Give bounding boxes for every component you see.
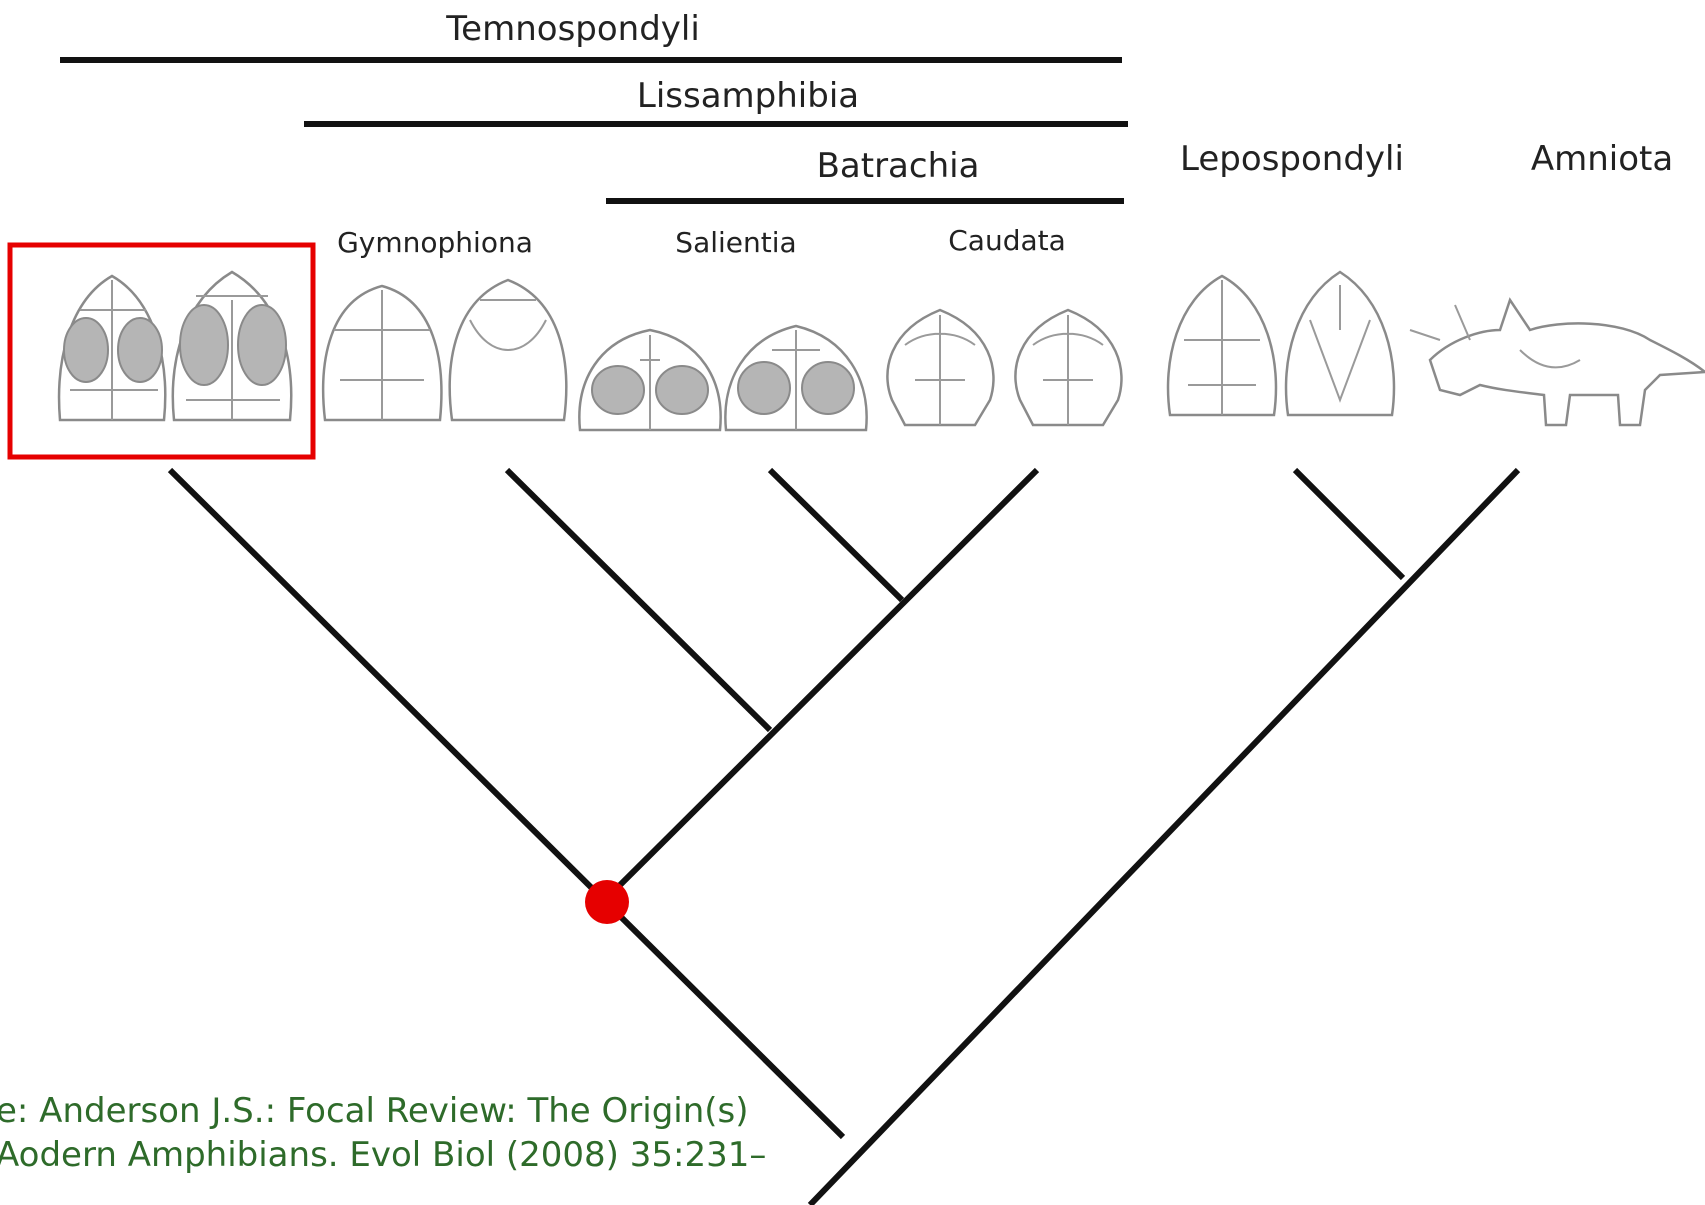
- branch-temnospondyli: [170, 470, 843, 1137]
- label-lissamphibia: Lissamphibia: [637, 76, 859, 116]
- label-batrachia: Batrachia: [817, 146, 980, 186]
- amniota-dinosaur: [1410, 300, 1705, 425]
- caudata-skulls: [887, 310, 1121, 425]
- branch-gymnophiona: [507, 470, 770, 730]
- branch-salientia: [770, 470, 902, 600]
- citation-line-2: Aodern Amphibians. Evol Biol (2008) 35:2…: [0, 1135, 766, 1175]
- branch-reptiliomorpha: [810, 470, 1518, 1205]
- branch-lissamphibia-stem: [608, 470, 1037, 897]
- temnospondyl-skulls: [59, 272, 291, 420]
- lepospondyl-skulls: [1168, 272, 1394, 415]
- citation-line-1: e: Anderson J.S.: Focal Review: The Orig…: [0, 1091, 749, 1131]
- citation: e: Anderson J.S.: Focal Review: The Orig…: [0, 1091, 766, 1175]
- label-caudata: Caudata: [948, 224, 1066, 257]
- branch-lepospondyli: [1295, 470, 1403, 578]
- taxon-labels: Gymnophiona Salientia Caudata: [337, 224, 1066, 259]
- clade-bars: Temnospondyli Lissamphibia Batrachia Lep…: [60, 9, 1673, 201]
- gymnophiona-skulls: [323, 280, 566, 420]
- label-lepospondyli: Lepospondyli: [1180, 139, 1404, 179]
- label-salientia: Salientia: [675, 226, 796, 259]
- label-amniota: Amniota: [1531, 139, 1673, 179]
- salientia-skulls: [579, 326, 866, 430]
- label-gymnophiona: Gymnophiona: [337, 226, 533, 259]
- label-temnospondyli: Temnospondyli: [445, 9, 700, 49]
- node-marker: [585, 880, 629, 924]
